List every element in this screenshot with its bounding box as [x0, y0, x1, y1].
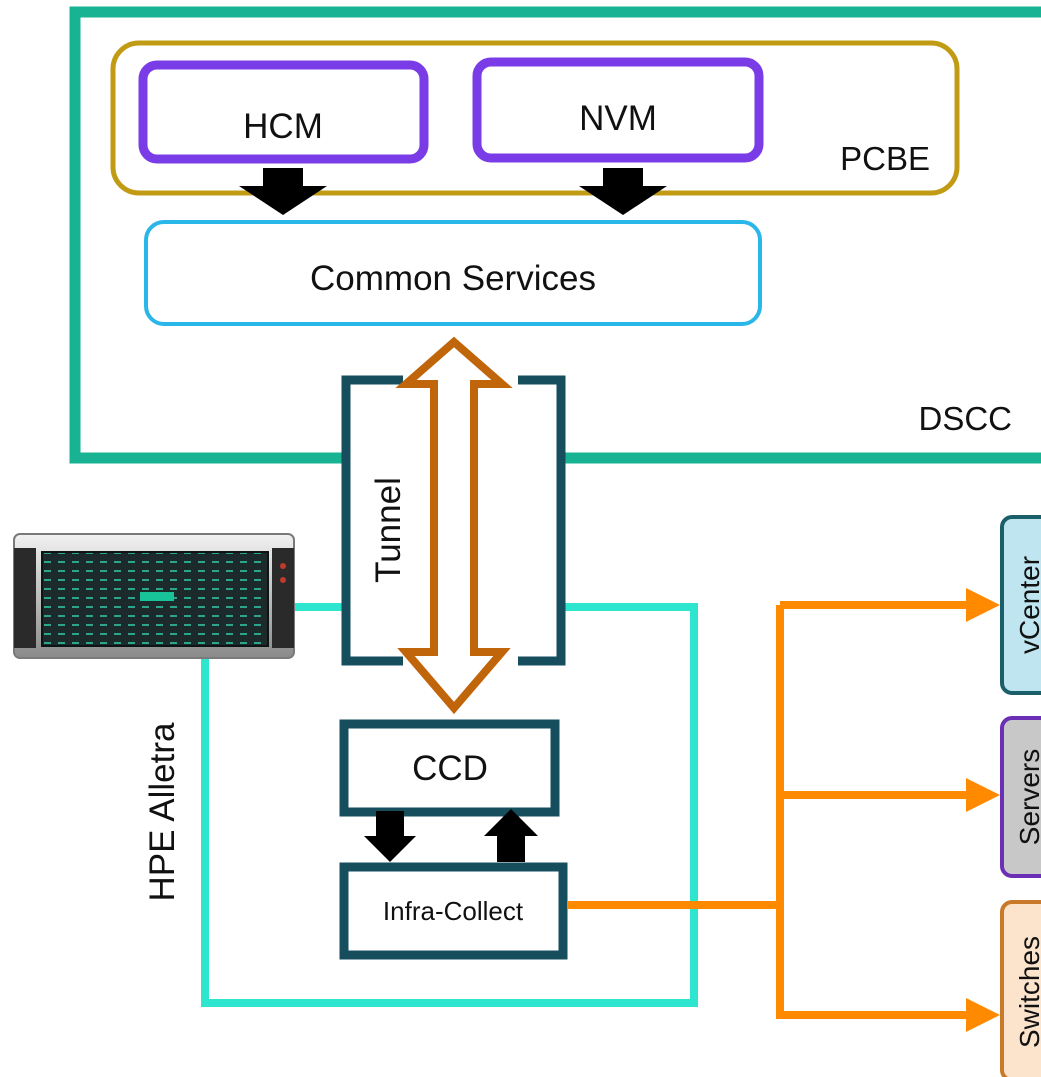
- ccd-to-infra-arrow: [364, 811, 416, 862]
- tunnel-bidirectional-arrow: [395, 336, 513, 715]
- target-switches: Switches: [1000, 900, 1041, 1077]
- target-vcenter-label: vCenter: [1014, 556, 1041, 654]
- common-services-label: Common Services: [310, 259, 596, 298]
- target-servers: Servers: [1000, 716, 1041, 878]
- hcm-box: HCM: [138, 60, 429, 164]
- target-switches-label: Switches: [1014, 936, 1041, 1048]
- fanout-arrowhead-vcenter: [966, 588, 1000, 622]
- fanout-arrowhead-servers: [966, 778, 1000, 812]
- tunnel-label: Tunnel: [369, 477, 408, 583]
- hcm-to-common-arrow: [239, 168, 327, 215]
- fanout-connector: [567, 601, 970, 1019]
- dscc-label: DSCC: [918, 400, 1012, 437]
- common-services-box: Common Services: [144, 220, 762, 326]
- ccd-box: CCD: [339, 719, 560, 817]
- pcbe-label: PCBE: [840, 140, 930, 177]
- nvm-box: NVM: [472, 57, 764, 163]
- storage-array-icon: [13, 533, 295, 659]
- hcm-label: HCM: [243, 107, 323, 146]
- fanout-arrowhead-switches: [966, 998, 1000, 1032]
- array-loop-line: [201, 603, 698, 1007]
- array-label: HPE Alletra: [143, 722, 182, 901]
- nvm-label: NVM: [579, 99, 657, 138]
- nvm-to-common-arrow: [579, 168, 667, 215]
- target-servers-label: Servers: [1014, 749, 1041, 845]
- infra-collect-label: Infra-Collect: [383, 896, 524, 926]
- target-vcenter: vCenter: [1000, 515, 1041, 695]
- infra-to-ccd-arrow: [484, 809, 538, 862]
- pcbe-boundary: PCBE: [110, 40, 960, 196]
- dscc-boundary: DSCC: [69, 6, 1041, 464]
- ccd-label: CCD: [412, 749, 488, 788]
- infra-collect-box: Infra-Collect: [339, 862, 568, 960]
